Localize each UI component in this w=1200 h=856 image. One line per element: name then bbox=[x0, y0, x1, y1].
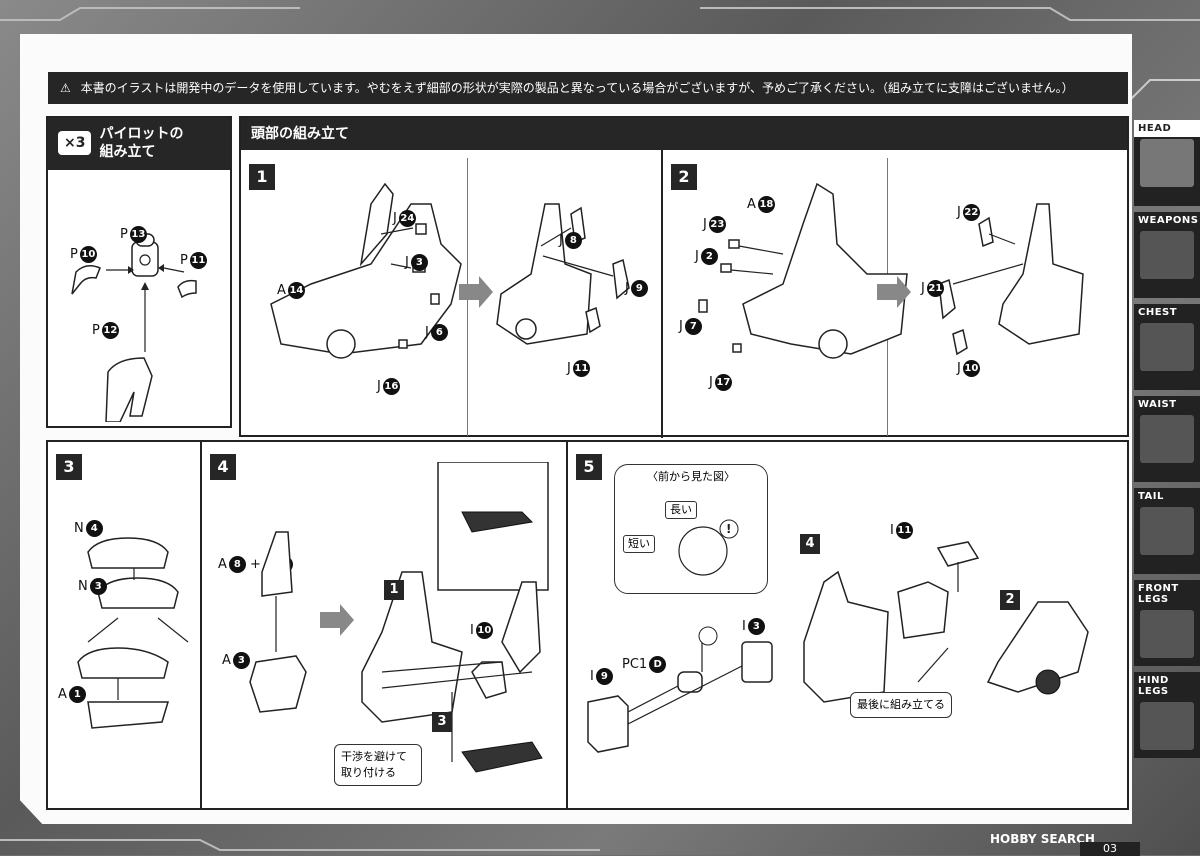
step-number: 3 bbox=[56, 454, 82, 480]
chest-thumbnail-icon bbox=[1140, 323, 1194, 371]
pilot-diagram bbox=[71, 233, 197, 422]
step-number: 5 bbox=[576, 454, 602, 480]
step-divider bbox=[566, 442, 568, 808]
step-number: 1 bbox=[249, 164, 275, 190]
lower-steps-section: 3 4 5 N4 N3 A1 A8 + A9 A3 I10 1 3 干渉を bbox=[46, 440, 1129, 810]
short-label: 短い bbox=[623, 535, 655, 553]
step-number: 4 bbox=[210, 454, 236, 480]
step4-diagram bbox=[249, 462, 549, 773]
tab-hind-legs[interactable]: HIND LEGS bbox=[1134, 672, 1200, 758]
svg-text:!: ! bbox=[726, 522, 731, 536]
step-divider bbox=[200, 442, 202, 808]
step4-note: 干渉を避けて取り付ける bbox=[334, 744, 422, 786]
pilot-title-line2: 組み立て bbox=[99, 144, 156, 160]
waist-thumbnail-icon bbox=[1140, 415, 1194, 463]
front-legs-thumbnail-icon bbox=[1140, 610, 1194, 658]
front-view-box: 〈前から見た図〉 長い 短い ! bbox=[614, 464, 768, 594]
weapons-thumbnail-icon bbox=[1140, 231, 1194, 279]
step5-diagram bbox=[587, 541, 1089, 753]
hind-legs-thumbnail-icon bbox=[1140, 702, 1194, 750]
front-view-title: 〈前から見た図〉 bbox=[647, 470, 735, 483]
sub-step-4: 4 bbox=[800, 534, 820, 554]
step5-note: 最後に組み立てる bbox=[850, 692, 952, 718]
tab-chest[interactable]: CHEST bbox=[1134, 304, 1200, 390]
watermark: HOBBY SEARCH bbox=[990, 832, 1095, 846]
head-step2-diagram bbox=[698, 182, 1084, 359]
pilot-title-line1: パイロットの bbox=[99, 126, 184, 142]
page-number: 03 bbox=[1080, 842, 1140, 856]
sub-step-2: 2 bbox=[1000, 590, 1020, 610]
long-label: 長い bbox=[665, 501, 697, 519]
step-number: 2 bbox=[671, 164, 697, 190]
tab-waist[interactable]: WAIST bbox=[1134, 396, 1200, 482]
sub-step-3: 3 bbox=[432, 712, 452, 732]
tab-head[interactable]: HEAD bbox=[1134, 120, 1200, 206]
warning-text: 本書のイラストは開発中のデータを使用しています。やむをえず細部の形状が実際の製品… bbox=[80, 81, 1074, 95]
head-assembly-header: 頭部の組み立て bbox=[241, 118, 1127, 150]
step-divider bbox=[661, 150, 663, 438]
head-thumbnail-icon bbox=[1140, 139, 1194, 187]
head-step1-diagram bbox=[270, 182, 630, 359]
sub-step-1: 1 bbox=[384, 580, 404, 600]
tab-front-legs[interactable]: FRONT LEGS bbox=[1134, 580, 1200, 666]
quantity-badge: ×3 bbox=[58, 131, 92, 155]
front-view-ring: ! bbox=[678, 519, 739, 576]
pilot-header: ×3 パイロットの 組み立て bbox=[48, 118, 230, 170]
tab-weapons[interactable]: WEAPONS bbox=[1134, 212, 1200, 298]
tail-thumbnail-icon bbox=[1140, 507, 1194, 555]
warning-banner: ⚠ 本書のイラストは開発中のデータを使用しています。やむをえず細部の形状が実際の… bbox=[48, 72, 1128, 104]
step3-diagram bbox=[77, 537, 189, 729]
warning-icon: ⚠ bbox=[60, 81, 71, 95]
tab-tail[interactable]: TAIL bbox=[1134, 488, 1200, 574]
